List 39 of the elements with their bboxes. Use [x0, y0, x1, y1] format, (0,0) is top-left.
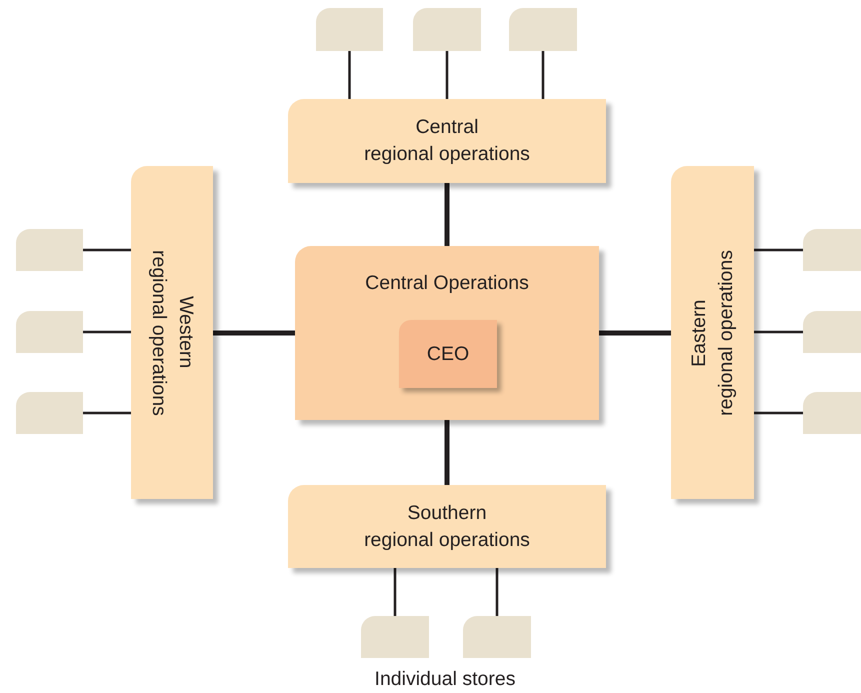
- connector-line: [754, 330, 803, 334]
- store-box: [463, 616, 531, 658]
- connector-line: [348, 51, 351, 99]
- store-box: [509, 8, 577, 51]
- connector-line: [83, 330, 131, 334]
- store-box: [16, 311, 83, 353]
- region-box: [671, 166, 754, 499]
- connector-line: [754, 248, 803, 252]
- region-box: [288, 99, 606, 183]
- node-label: Central regional operations: [364, 115, 530, 167]
- node-label: Eastern regional operations: [686, 250, 738, 416]
- store-box: [803, 229, 861, 271]
- node-label: Central Operations: [365, 271, 529, 296]
- connector-line: [444, 183, 450, 246]
- connector-line: [599, 330, 671, 336]
- store-box: [803, 311, 861, 353]
- connector-line: [83, 248, 131, 252]
- connector-line: [754, 412, 803, 414]
- connector-line: [446, 51, 448, 99]
- ceo-box: [399, 320, 497, 388]
- region-box: [131, 166, 213, 499]
- connector-line: [496, 568, 498, 616]
- node-label: Western regional operations: [147, 250, 198, 416]
- region-box: [288, 485, 606, 568]
- caption-text: Individual stores: [374, 668, 516, 691]
- connector-line: [83, 412, 131, 414]
- store-box: [316, 8, 383, 51]
- operations-box: [295, 246, 599, 420]
- store-box: [16, 392, 83, 434]
- store-box: [413, 8, 481, 51]
- connector-line: [444, 420, 450, 485]
- connector-line: [394, 568, 396, 616]
- node-label: CEO: [426, 342, 470, 366]
- store-box: [16, 229, 83, 271]
- connector-line: [542, 51, 544, 99]
- store-box: [361, 616, 429, 658]
- node-label: Southern regional operations: [364, 500, 530, 552]
- connector-line: [213, 330, 295, 336]
- store-box: [803, 392, 861, 434]
